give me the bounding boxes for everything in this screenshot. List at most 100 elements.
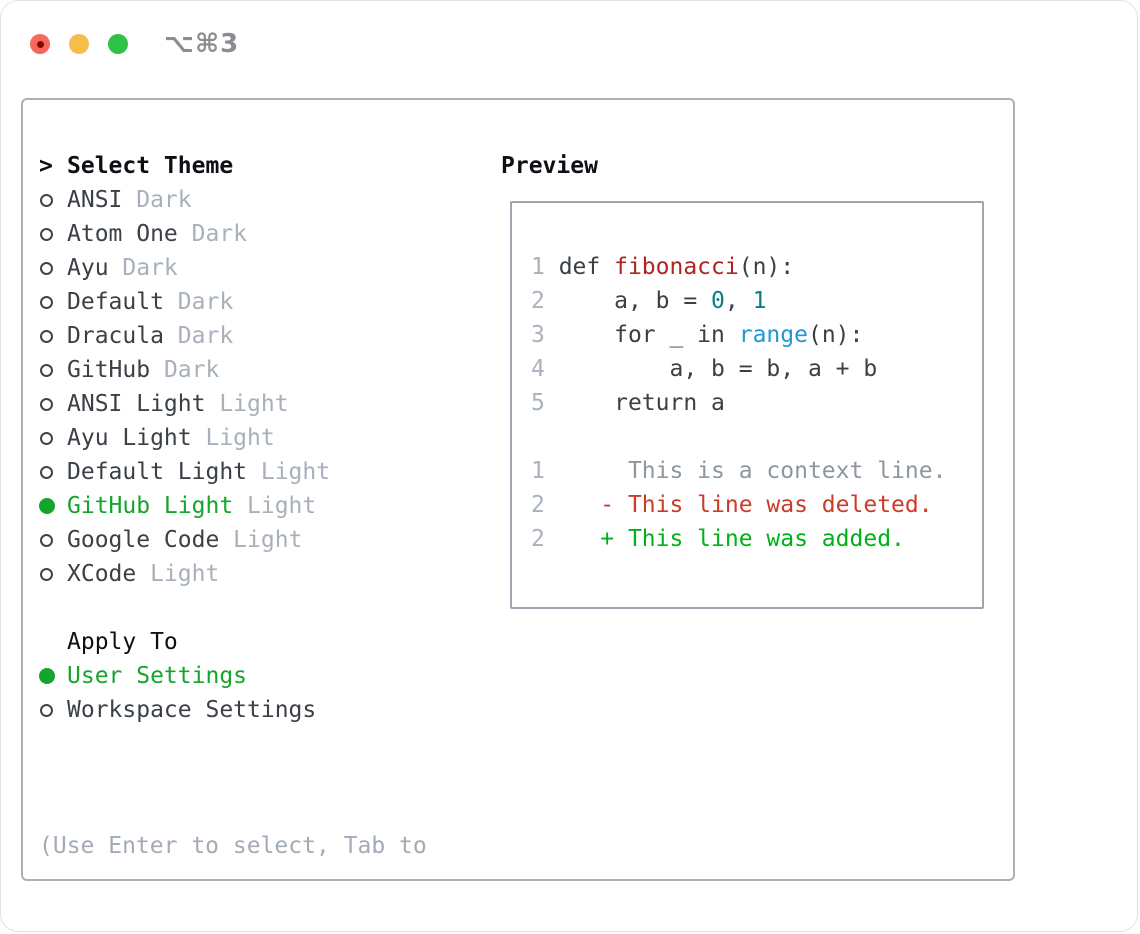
theme-option-dracula[interactable]: Dracula Dark bbox=[39, 319, 427, 353]
theme-name: ANSI Light bbox=[67, 391, 206, 417]
code-segment-code: def bbox=[558, 254, 615, 280]
code-line bbox=[531, 420, 982, 454]
apply-option-label: Workspace Settings bbox=[67, 697, 317, 723]
code-segment-context: This is a context line. bbox=[558, 458, 947, 484]
hint-line-1: (Use Enter to select, Tab to bbox=[39, 833, 427, 859]
radio-icon bbox=[40, 533, 53, 547]
minimize-button[interactable] bbox=[69, 34, 89, 54]
code-segment-added: + This line was added. bbox=[558, 526, 905, 552]
bullet-slot bbox=[39, 397, 67, 411]
code-line: 5 return a bbox=[531, 386, 982, 420]
spacer bbox=[39, 727, 427, 761]
apply-to-header: Apply To bbox=[39, 625, 427, 659]
zoom-button[interactable] bbox=[108, 34, 128, 54]
code-segment-code: a, b = bbox=[558, 288, 712, 314]
theme-variant: Light bbox=[247, 459, 331, 485]
theme-option-github-light[interactable]: GitHub Light Light bbox=[39, 489, 427, 523]
theme-name: Ayu bbox=[67, 255, 109, 281]
theme-option-default-light[interactable]: Default Light Light bbox=[39, 455, 427, 489]
radio-icon bbox=[40, 329, 53, 343]
code-segment-code: for _ in bbox=[558, 322, 739, 348]
theme-name: GitHub Light bbox=[67, 493, 234, 519]
code-segment-number: 1 bbox=[752, 288, 767, 314]
theme-option-atom-one[interactable]: Atom One Dark bbox=[39, 217, 427, 251]
bullet-slot bbox=[39, 261, 67, 275]
theme-variant: Dark bbox=[150, 357, 220, 383]
apply-option-user-settings[interactable]: User Settings bbox=[39, 659, 427, 693]
code-segment-function: fibonacci bbox=[614, 254, 739, 280]
theme-name: Dracula bbox=[67, 323, 164, 349]
titlebar: ⌥⌘3 bbox=[30, 29, 239, 59]
radio-icon bbox=[40, 261, 53, 275]
bullet-slot bbox=[39, 465, 67, 479]
code-line: 4 a, b = b, a + b bbox=[531, 352, 982, 386]
theme-name: Atom One bbox=[67, 221, 178, 247]
theme-option-xcode[interactable]: XCode Light bbox=[39, 557, 427, 591]
theme-name: ANSI bbox=[67, 187, 123, 213]
radio-selected-icon bbox=[39, 668, 55, 684]
bullet-slot bbox=[39, 533, 67, 547]
theme-variant: Light bbox=[233, 493, 317, 519]
theme-variant: Light bbox=[191, 425, 275, 451]
theme-option-ansi-light[interactable]: ANSI Light Light bbox=[39, 387, 427, 421]
line-number: 2 bbox=[531, 492, 559, 518]
code-segment-code: a, b = b, a + b bbox=[558, 356, 878, 382]
theme-option-ayu[interactable]: Ayu Dark bbox=[39, 251, 427, 285]
hint-line-2: change focus) bbox=[39, 931, 427, 932]
radio-icon bbox=[40, 193, 53, 207]
theme-variant: Dark bbox=[177, 221, 248, 247]
apply-option-workspace-settings[interactable]: Workspace Settings bbox=[39, 693, 427, 727]
line-number: 4 bbox=[531, 356, 559, 382]
spacer bbox=[39, 591, 427, 625]
theme-name: XCode bbox=[67, 561, 137, 587]
select-theme-title: Select Theme bbox=[67, 153, 234, 179]
radio-icon bbox=[40, 397, 53, 411]
theme-option-ayu-light[interactable]: Ayu Light Light bbox=[39, 421, 427, 455]
select-theme-header: > Select Theme bbox=[39, 149, 427, 183]
prompt-icon: > bbox=[39, 153, 53, 179]
theme-variant: Light bbox=[205, 391, 289, 417]
theme-option-default[interactable]: Default Dark bbox=[39, 285, 427, 319]
theme-variant: Dark bbox=[163, 289, 234, 315]
radio-icon bbox=[40, 465, 53, 479]
line-number: 2 bbox=[531, 288, 559, 314]
line-number: 2 bbox=[531, 526, 559, 552]
bullet-slot bbox=[39, 703, 67, 717]
theme-option-google-code[interactable]: Google Code Light bbox=[39, 523, 427, 557]
apply-to-title: Apply To bbox=[67, 629, 178, 655]
line-number: 5 bbox=[531, 390, 559, 416]
theme-option-github[interactable]: GitHub Dark bbox=[39, 353, 427, 387]
bullet-slot bbox=[39, 668, 67, 684]
theme-name: Default bbox=[67, 289, 164, 315]
bullet-slot bbox=[39, 567, 67, 581]
keyboard-hint: (Use Enter to select, Tab to change focu… bbox=[39, 761, 427, 932]
line-number bbox=[531, 424, 545, 450]
radio-icon bbox=[40, 703, 53, 717]
theme-name: Ayu Light bbox=[67, 425, 192, 451]
bullet-slot bbox=[39, 498, 67, 514]
line-number: 3 bbox=[531, 322, 559, 348]
preview-title: Preview bbox=[501, 153, 598, 179]
bullet-slot bbox=[39, 329, 67, 343]
theme-variant: Light bbox=[219, 527, 303, 553]
close-button[interactable] bbox=[30, 34, 50, 54]
radio-icon bbox=[40, 227, 53, 241]
code-line: 3 for _ in range(n): bbox=[531, 318, 982, 352]
radio-selected-icon bbox=[39, 498, 55, 514]
radio-icon bbox=[40, 567, 53, 581]
code-line: 1 def fibonacci(n): bbox=[531, 250, 982, 284]
code-segment-deleted: - This line was deleted. bbox=[558, 492, 933, 518]
radio-icon bbox=[40, 431, 53, 445]
theme-variant: Dark bbox=[122, 187, 192, 213]
apply-option-label: User Settings bbox=[67, 663, 248, 689]
radio-icon bbox=[40, 363, 53, 377]
theme-name: Default Light bbox=[67, 459, 248, 485]
code-line: 1 This is a context line. bbox=[531, 454, 982, 488]
unsaved-dot-icon bbox=[36, 40, 44, 48]
window-title: ⌥⌘3 bbox=[164, 29, 240, 59]
theme-option-ansi[interactable]: ANSI Dark bbox=[39, 183, 427, 217]
